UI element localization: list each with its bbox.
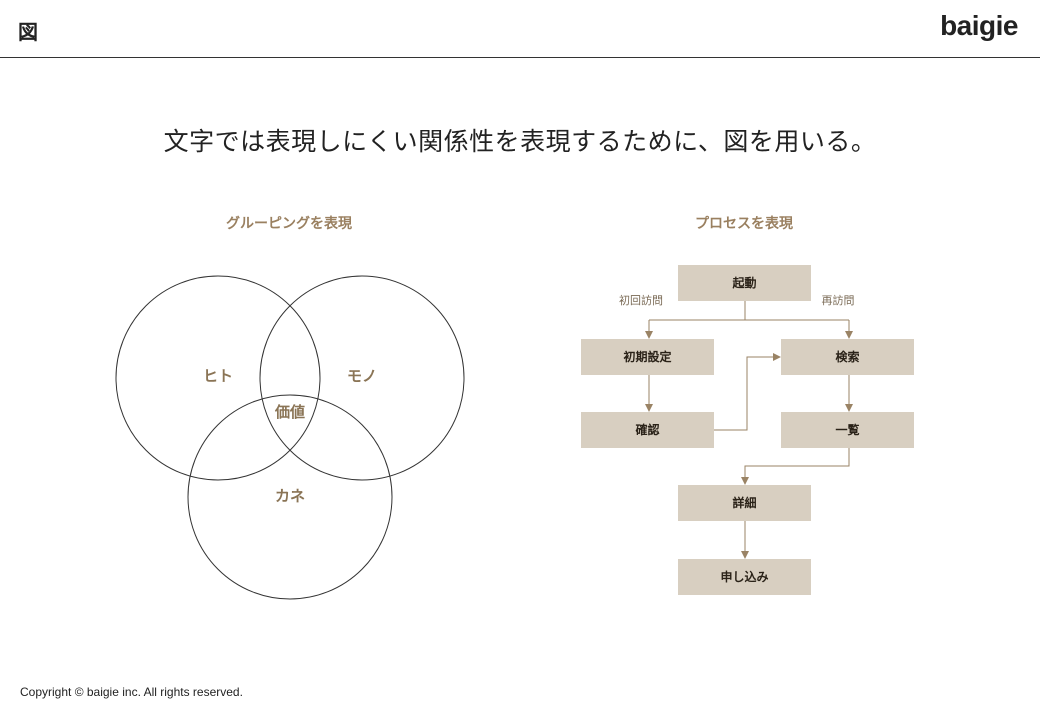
header-divider	[0, 57, 1040, 58]
arrow-list-to-details	[741, 448, 850, 485]
node-initial-setup-label: 初期設定	[623, 349, 671, 364]
brand-logo: baigie	[940, 10, 1018, 41]
node-search-label: 検索	[835, 349, 859, 364]
venn-diagram: ヒト モノ 価値 カネ	[115, 275, 465, 600]
main-heading: 文字では表現しにくい関係性を表現するために、図を用いる。	[163, 127, 877, 156]
edge-label-first-visit: 初回訪問	[619, 293, 663, 307]
process-section-title: プロセスを表現	[695, 216, 793, 232]
node-start-label: 起動	[731, 275, 756, 290]
venn-circle-person	[115, 275, 321, 481]
node-apply-label: 申し込み	[720, 569, 768, 584]
venn-label-money: カネ	[275, 487, 305, 505]
node-list-label: 一覧	[835, 422, 859, 437]
node-details: 詳細	[678, 485, 811, 521]
node-apply: 申し込み	[678, 559, 811, 595]
process-flow: 初回訪問 再訪問 起動 初期設定 確認 検索 一覧 詳細 申し込み	[581, 265, 914, 595]
node-confirm: 確認	[581, 412, 714, 448]
arrow-confirm-to-search	[714, 353, 781, 431]
node-start: 起動	[678, 265, 811, 301]
node-search: 検索	[781, 339, 914, 375]
venn-circle-thing	[259, 275, 465, 481]
venn-section-title: グルーピングを表現	[226, 216, 352, 232]
venn-label-person: ヒト	[203, 367, 233, 385]
venn-label-value: 価値	[274, 403, 305, 421]
node-details-label: 詳細	[732, 495, 756, 510]
venn-label-thing: モノ	[347, 367, 377, 385]
connector-start-split	[649, 301, 849, 321]
page-section-title: 図	[18, 20, 38, 44]
copyright-notice: Copyright © baigie inc. All rights reser…	[20, 685, 243, 699]
venn-circle-money	[187, 394, 393, 600]
node-confirm-label: 確認	[635, 422, 659, 437]
node-list: 一覧	[781, 412, 914, 448]
node-initial-setup: 初期設定	[581, 339, 714, 375]
edge-label-revisit: 再訪問	[822, 293, 855, 307]
